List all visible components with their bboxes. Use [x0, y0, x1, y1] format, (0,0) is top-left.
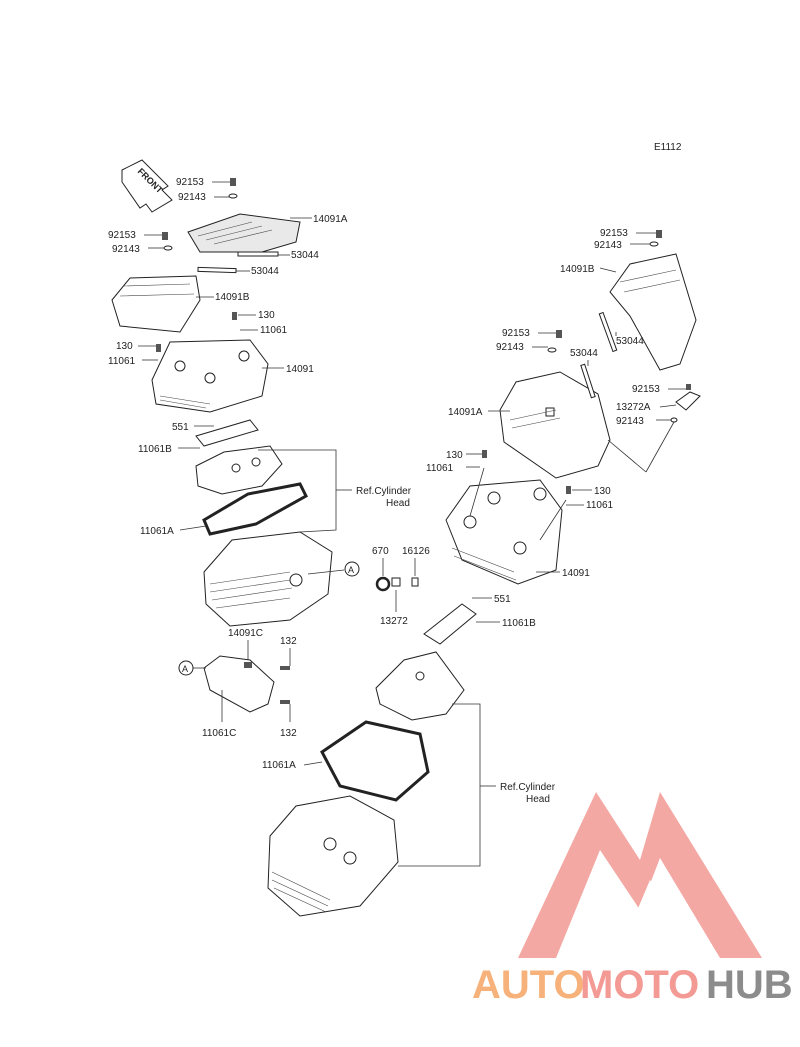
plug-13272	[391, 577, 401, 587]
label-53044-b2: 53044	[616, 336, 644, 347]
bolt-132-a	[280, 666, 290, 670]
label-92143-c: 92143	[594, 240, 622, 251]
label-11061-b: 11061	[108, 356, 136, 367]
label-130-d: 130	[594, 486, 611, 497]
label-13272: 13272	[380, 616, 408, 627]
cap-16126	[411, 577, 419, 587]
washer-92143-right-mid	[547, 347, 557, 353]
breather-assembly-right	[375, 651, 465, 721]
label-14091B-a: 14091B	[215, 292, 250, 303]
label-11061B-a: 11061B	[138, 444, 172, 455]
label-14091A-b: 14091A	[448, 407, 483, 418]
label-14091B-b: 14091B	[560, 264, 595, 275]
ref-cyl-head-lower-2: Head	[526, 794, 550, 805]
label-11061A-b: 11061A	[262, 760, 296, 771]
cover-14091A-right	[499, 371, 611, 479]
label-551-a: 551	[172, 422, 189, 433]
part-labels: 92153 92143 14091A 92153 92143 53044 530…	[108, 177, 660, 771]
watermark-hub: HUB	[706, 963, 793, 1007]
washer-92143-right-top	[649, 241, 659, 247]
label-130-c: 130	[446, 450, 463, 461]
label-92153-e: 92153	[632, 384, 660, 395]
label-13272A: 13272A	[616, 402, 651, 413]
leader-lines	[138, 181, 686, 766]
bolt-92153-right-small	[686, 384, 691, 390]
label-132-b: 132	[280, 728, 297, 739]
label-14091-b: 14091	[562, 568, 590, 579]
gasket-11061B-right	[423, 603, 477, 645]
label-92143-b: 92143	[112, 244, 140, 255]
label-11061A-a: 11061A	[140, 526, 174, 537]
pin-53044-a	[197, 266, 237, 274]
label-11061-a: 11061	[260, 325, 288, 336]
label-132-a: 132	[280, 636, 297, 647]
label-53044-b: 53044	[291, 250, 319, 261]
label-14091C: 14091C	[228, 628, 263, 639]
ref-cyl-head-upper-2: Head	[386, 498, 410, 509]
gasket-11061A-right	[320, 720, 430, 802]
watermark-logo	[518, 792, 762, 958]
cover-14091-right	[445, 479, 563, 585]
callout-a-upper: A	[348, 565, 354, 575]
callout-a-lower: A	[182, 664, 188, 674]
watermark-auto: AUTO	[472, 963, 585, 1007]
label-14091-a: 14091	[286, 364, 314, 375]
watermark-moto: MOTO	[580, 963, 699, 1007]
washer-92143-right-small	[670, 417, 678, 423]
washer-92143-a	[228, 193, 238, 199]
cover-14091B-right	[609, 253, 697, 371]
label-92153-b: 92153	[108, 230, 136, 241]
label-53044-a: 53044	[251, 266, 279, 277]
bolt-92153-right-mid	[556, 330, 562, 338]
label-53044-c: 53044	[570, 348, 598, 359]
label-551-b: 551	[494, 594, 511, 605]
label-92153-d: 92153	[502, 328, 530, 339]
gasket-11061A-upper	[202, 482, 308, 536]
cylinder-head-upper	[203, 531, 333, 627]
ref-cyl-head-lower-1: Ref.Cylinder	[500, 782, 556, 793]
label-130-a: 130	[258, 310, 275, 321]
bolt-92153-b	[162, 232, 168, 240]
label-92143-e: 92143	[616, 416, 644, 427]
label-92143-d: 92143	[496, 342, 524, 353]
washer-92143-b	[163, 245, 173, 251]
cover-14091-upper	[151, 339, 269, 413]
bolt-130-d	[566, 486, 571, 494]
bolt-13272A	[675, 391, 701, 411]
cover-14091C	[203, 655, 275, 713]
bolt-132-b	[280, 700, 290, 704]
bolt-92153-a	[230, 178, 236, 186]
gasket-11061B-upper	[195, 419, 259, 447]
label-16126: 16126	[402, 546, 430, 557]
cover-14091B-upper	[111, 275, 201, 333]
oring-670	[375, 576, 391, 592]
pin-53044-b	[237, 251, 279, 257]
watermark-text: AUTO MOTO HUB	[472, 963, 793, 1007]
label-92143-a: 92143	[178, 192, 206, 203]
label-11061-d: 11061	[586, 500, 614, 511]
label-92153-c: 92153	[600, 228, 628, 239]
pin-53044-c	[580, 363, 596, 399]
label-130-b: 130	[116, 341, 133, 352]
figure-code: E1112	[654, 142, 682, 153]
bolt-92153-right-top	[656, 230, 662, 238]
label-92153-a: 92153	[176, 177, 204, 188]
label-11061-c: 11061	[426, 463, 454, 474]
label-11061B-b: 11061B	[502, 618, 536, 629]
pin-53044-right	[598, 311, 618, 353]
front-arrow-marker: FRONT	[121, 159, 173, 213]
bolt-130-a	[232, 312, 237, 320]
bolt-130-b	[156, 344, 161, 352]
label-14091A-a: 14091A	[313, 214, 348, 225]
ref-cyl-head-upper-1: Ref.Cylinder	[356, 486, 412, 497]
breather-assembly-upper	[195, 445, 283, 495]
label-11061C: 11061C	[202, 728, 236, 739]
cylinder-head-lower	[267, 795, 399, 917]
bolt-130-c	[482, 450, 487, 458]
label-670: 670	[372, 546, 389, 557]
cover-14091A-upper	[187, 213, 301, 253]
